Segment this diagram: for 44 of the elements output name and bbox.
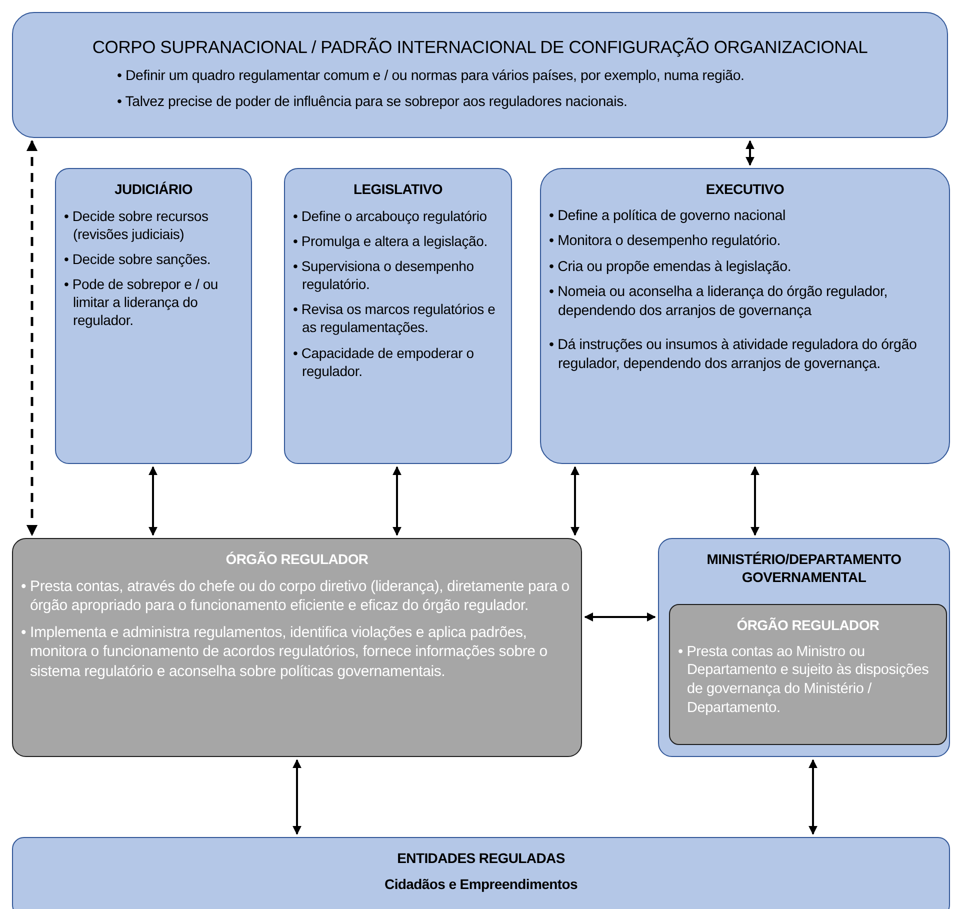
institution-box — [540, 168, 950, 464]
bullet-text: • Talvez precise de poder de influência para se sobrepor aos reguladores nacionais. — [117, 93, 628, 112]
box-heading: ÓRGÃO REGULADOR — [736, 617, 880, 634]
box-heading: ÓRGÃO REGULADOR — [224, 551, 370, 568]
double-arrow — [292, 759, 302, 835]
double-arrow — [584, 612, 656, 622]
regulator-box — [12, 538, 582, 757]
box-heading: MINISTÉRIO/DEPARTAMENTO GOVERNAMENTAL — [706, 551, 902, 586]
bullet-text: • Nomeia ou aconselha a liderança do órgão regulador, dependendo dos arranjos de governança — [549, 283, 889, 320]
bullet-text: • Decide sobre sanções. — [64, 250, 212, 268]
institution-box — [55, 168, 252, 464]
double-arrow — [148, 466, 158, 536]
bullet-text: • Monitora o desempenho regulatório. — [549, 232, 782, 251]
bullet-text: • Revisa os marcos regulatórios e as regulamentações. — [293, 300, 496, 337]
regulator-box — [669, 604, 947, 745]
bullet-text: • Dá instruções ou insumos à atividade reguladora do órgão regulador, dependendo dos arranjos de governança. — [549, 336, 918, 374]
bullet-text: • Pode de sobrepor e / ou limitar a liderança do regulador. — [64, 275, 220, 330]
bullet-text: • Define o arcabouço regulatório — [293, 206, 488, 225]
bullet-text: • Definir um quadro regulamentar comum e / ou normas para vários países, por exemplo, numa região. — [117, 66, 746, 86]
double-arrow — [392, 466, 402, 536]
institution-box — [12, 837, 950, 909]
institution-box — [284, 168, 512, 464]
bullet-text: • Decide sobre recursos (revisões judiciais) — [64, 206, 210, 243]
institution-box — [658, 538, 950, 757]
double-arrow — [746, 140, 754, 166]
bullet-text: • Implementa e administra regulamentos, identifica violações e aplica padrões, monitora o funcionamento de acordos regulatórios, fornece informações sobre o sistema regulatório e aconselha sobre políticas governamentais. — [21, 622, 548, 681]
box-heading: JUDICIÁRIO — [114, 181, 194, 198]
bullet-text: • Cria ou propõe emendas à legislação. — [549, 258, 792, 276]
box-heading: CORPO SUPRANACIONAL / PADRÃO INTERNACIONAL DE CONFIGURAÇÃO ORGANIZACIONAL — [91, 37, 869, 59]
box-heading: ENTIDADES REGULADAS — [396, 850, 566, 868]
bullet-text: • Capacidade de empoderar o regulador. — [293, 344, 475, 380]
bullet-text: • Promulga e altera a legislação. — [293, 232, 488, 250]
institution-box — [12, 12, 948, 138]
double-arrow — [570, 466, 580, 536]
double-arrow — [808, 759, 818, 835]
dashed-arrow — [26, 140, 38, 536]
bullet-text: • Supervisiona o desempenho regulatório. — [293, 256, 475, 294]
bullet-text: • Presta contas ao Ministro ou Departamento e sujeito às disposições de governança do Ministério / Departamento. — [678, 642, 930, 718]
box-heading: EXECUTIVO — [704, 181, 786, 198]
box-heading: LEGISLATIVO — [352, 181, 444, 198]
box-subtitle: Cidadãos e Empreendimentos — [384, 876, 578, 892]
bullet-text: • Presta contas, através do chefe ou do corpo diretivo (liderança), diretamente para o órgão apropriado para o funcionamento eficiente e eficaz do órgão regulador. — [21, 576, 570, 616]
bullet-text: • Define a política de governo nacional — [549, 206, 786, 226]
double-arrow — [750, 466, 760, 536]
